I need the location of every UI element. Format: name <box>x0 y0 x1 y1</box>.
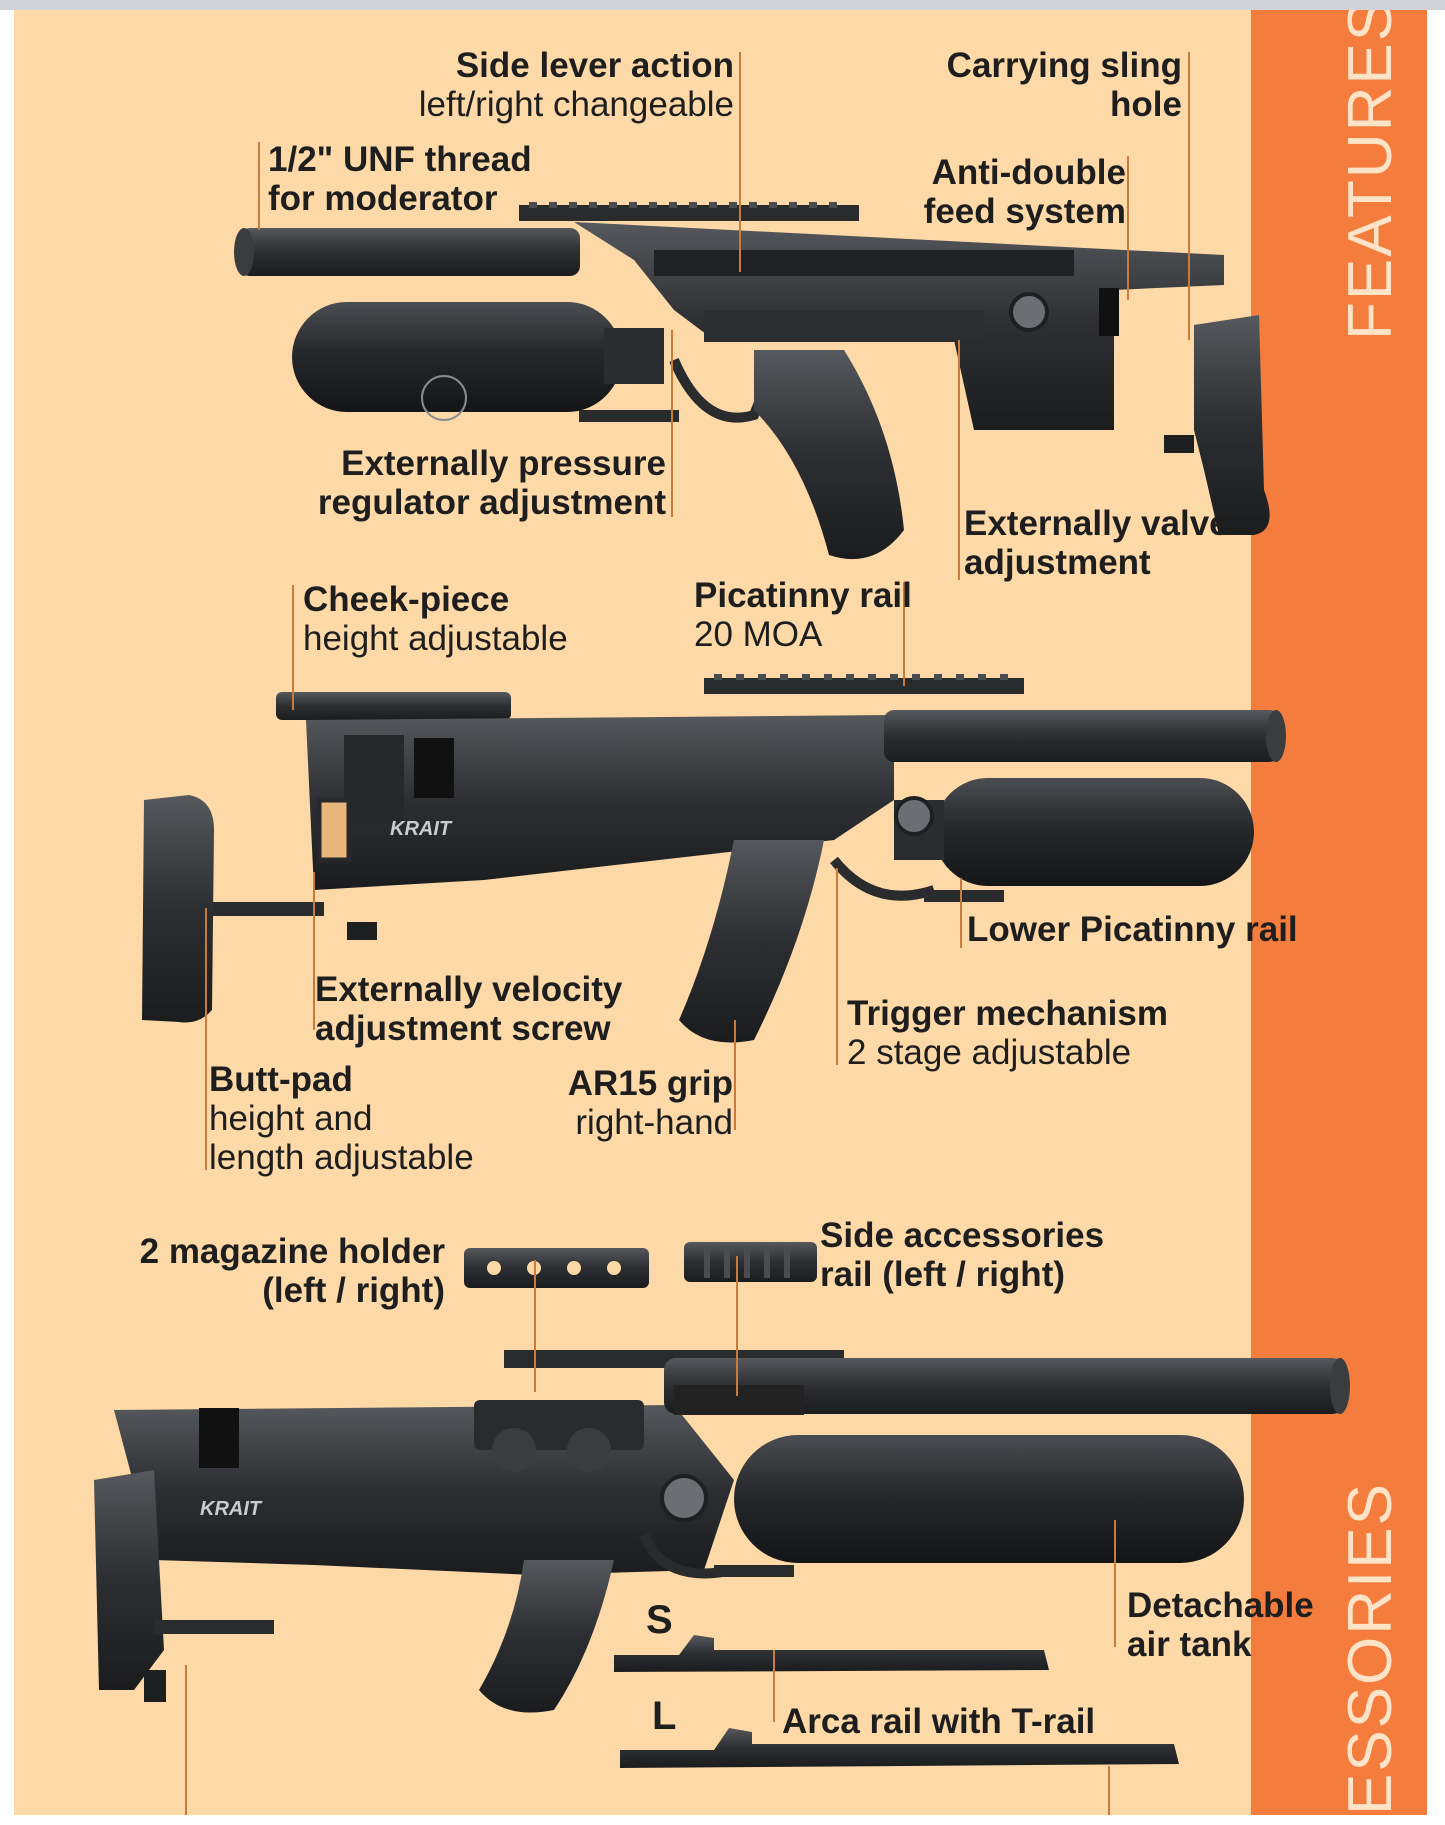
rifle-brand-mark-middle: KRAIT <box>390 818 452 840</box>
label-carrying-sling-hole: Carrying sling hole <box>947 46 1182 124</box>
label-velocity-title: Externally velocity <box>315 970 623 1009</box>
label-trigger-sub: 2 stage adjustable <box>847 1033 1132 1072</box>
top-bar <box>0 0 1445 10</box>
label-anti-double-feed: Anti-double feed system <box>924 153 1126 231</box>
label-trigger-mechanism: Trigger mechanism 2 stage adjustable <box>847 994 1168 1072</box>
label-cheek-piece: Cheek-piece height adjustable <box>303 580 568 658</box>
label-detachable-air-tank: Detachable air tank <box>1127 1586 1314 1664</box>
label-picatinny-title: Picatinny rail <box>694 576 912 615</box>
rifle-bottom-view <box>94 1350 1350 1713</box>
label-picatinny-rail: Picatinny rail 20 MOA <box>694 576 912 654</box>
label-ar15-sub: right-hand <box>575 1103 733 1142</box>
label-velocity-title2: adjustment screw <box>315 1009 611 1048</box>
label-arca-rail: Arca rail with T-rail <box>782 1702 1095 1741</box>
rifle-brand-mark-bottom: KRAIT <box>200 1498 262 1520</box>
label-air-tank-title: Detachable <box>1127 1586 1314 1625</box>
side-band: FEATURES ESSORIES <box>1251 10 1427 1815</box>
label-ar15-grip: AR15 grip right-hand <box>568 1064 733 1142</box>
label-arca-title: Arca rail with T-rail <box>782 1702 1096 1741</box>
label-cheek-sub: height adjustable <box>303 619 568 658</box>
label-valve-title: Externally valve <box>964 504 1229 543</box>
label-sling-title: Carrying sling <box>946 46 1182 85</box>
rifle-illustrations <box>94 52 1350 1815</box>
arca-rails <box>614 1635 1179 1768</box>
arca-rail-size-s: S <box>646 1598 673 1642</box>
arca-rail-size-l: L <box>652 1694 677 1738</box>
label-cheek-title: Cheek-piece <box>303 580 510 619</box>
label-ar15-title: AR15 grip <box>567 1064 733 1103</box>
label-pressure-title2: regulator adjustment <box>317 483 666 522</box>
label-mag-title2: (left / right) <box>262 1271 445 1310</box>
label-unf-title: 1/2" UNF thread <box>268 140 532 179</box>
label-side-lever-action: Side lever action left/right changeable <box>419 46 734 124</box>
label-side-rail-title2: rail (left / right) <box>820 1255 1065 1294</box>
label-picatinny-sub: 20 MOA <box>694 615 823 654</box>
label-side-lever-title: Side lever action <box>455 46 734 85</box>
leader-lines <box>185 52 1190 1815</box>
label-butt-pad-title: Butt-pad <box>209 1060 353 1099</box>
label-side-accessories-rail: Side accessories rail (left / right) <box>820 1216 1104 1294</box>
label-butt-pad-sub2: length adjustable <box>209 1138 474 1177</box>
label-butt-pad-sub: height and <box>209 1099 373 1138</box>
label-magazine-holder: 2 magazine holder (left / right) <box>140 1232 445 1310</box>
label-side-lever-sub: left/right changeable <box>418 85 734 124</box>
accessory-parts <box>464 1242 817 1288</box>
label-lower-picatinny-rail: Lower Picatinny rail <box>967 910 1298 949</box>
label-trigger-title: Trigger mechanism <box>847 994 1168 1033</box>
label-pressure-regulator: Externally pressure regulator adjustment <box>318 444 666 522</box>
label-anti-double-title: Anti-double <box>931 153 1126 192</box>
label-air-tank-title2: air tank <box>1127 1625 1252 1664</box>
label-lower-picatinny-title: Lower Picatinny rail <box>967 910 1298 949</box>
label-sling-title2: hole <box>1110 85 1182 124</box>
label-velocity-screw: Externally velocity adjustment screw <box>315 970 622 1048</box>
label-unf-thread: 1/2" UNF thread for moderator <box>268 140 532 218</box>
rifle-middle-view <box>142 674 1286 1043</box>
label-valve-adjustment: Externally valve adjustment <box>964 504 1229 582</box>
rifle-top-view <box>234 202 1270 560</box>
label-anti-double-title2: feed system <box>923 192 1126 231</box>
label-pressure-title: Externally pressure <box>341 444 666 483</box>
label-valve-title2: adjustment <box>964 543 1151 582</box>
features-poster: FEATURES ESSORIES <box>14 10 1427 1815</box>
label-butt-pad: Butt-pad height and length adjustable <box>209 1060 474 1177</box>
label-unf-title2: for moderator <box>268 179 498 218</box>
label-mag-title: 2 magazine holder <box>139 1232 445 1271</box>
label-side-rail-title: Side accessories <box>820 1216 1105 1255</box>
